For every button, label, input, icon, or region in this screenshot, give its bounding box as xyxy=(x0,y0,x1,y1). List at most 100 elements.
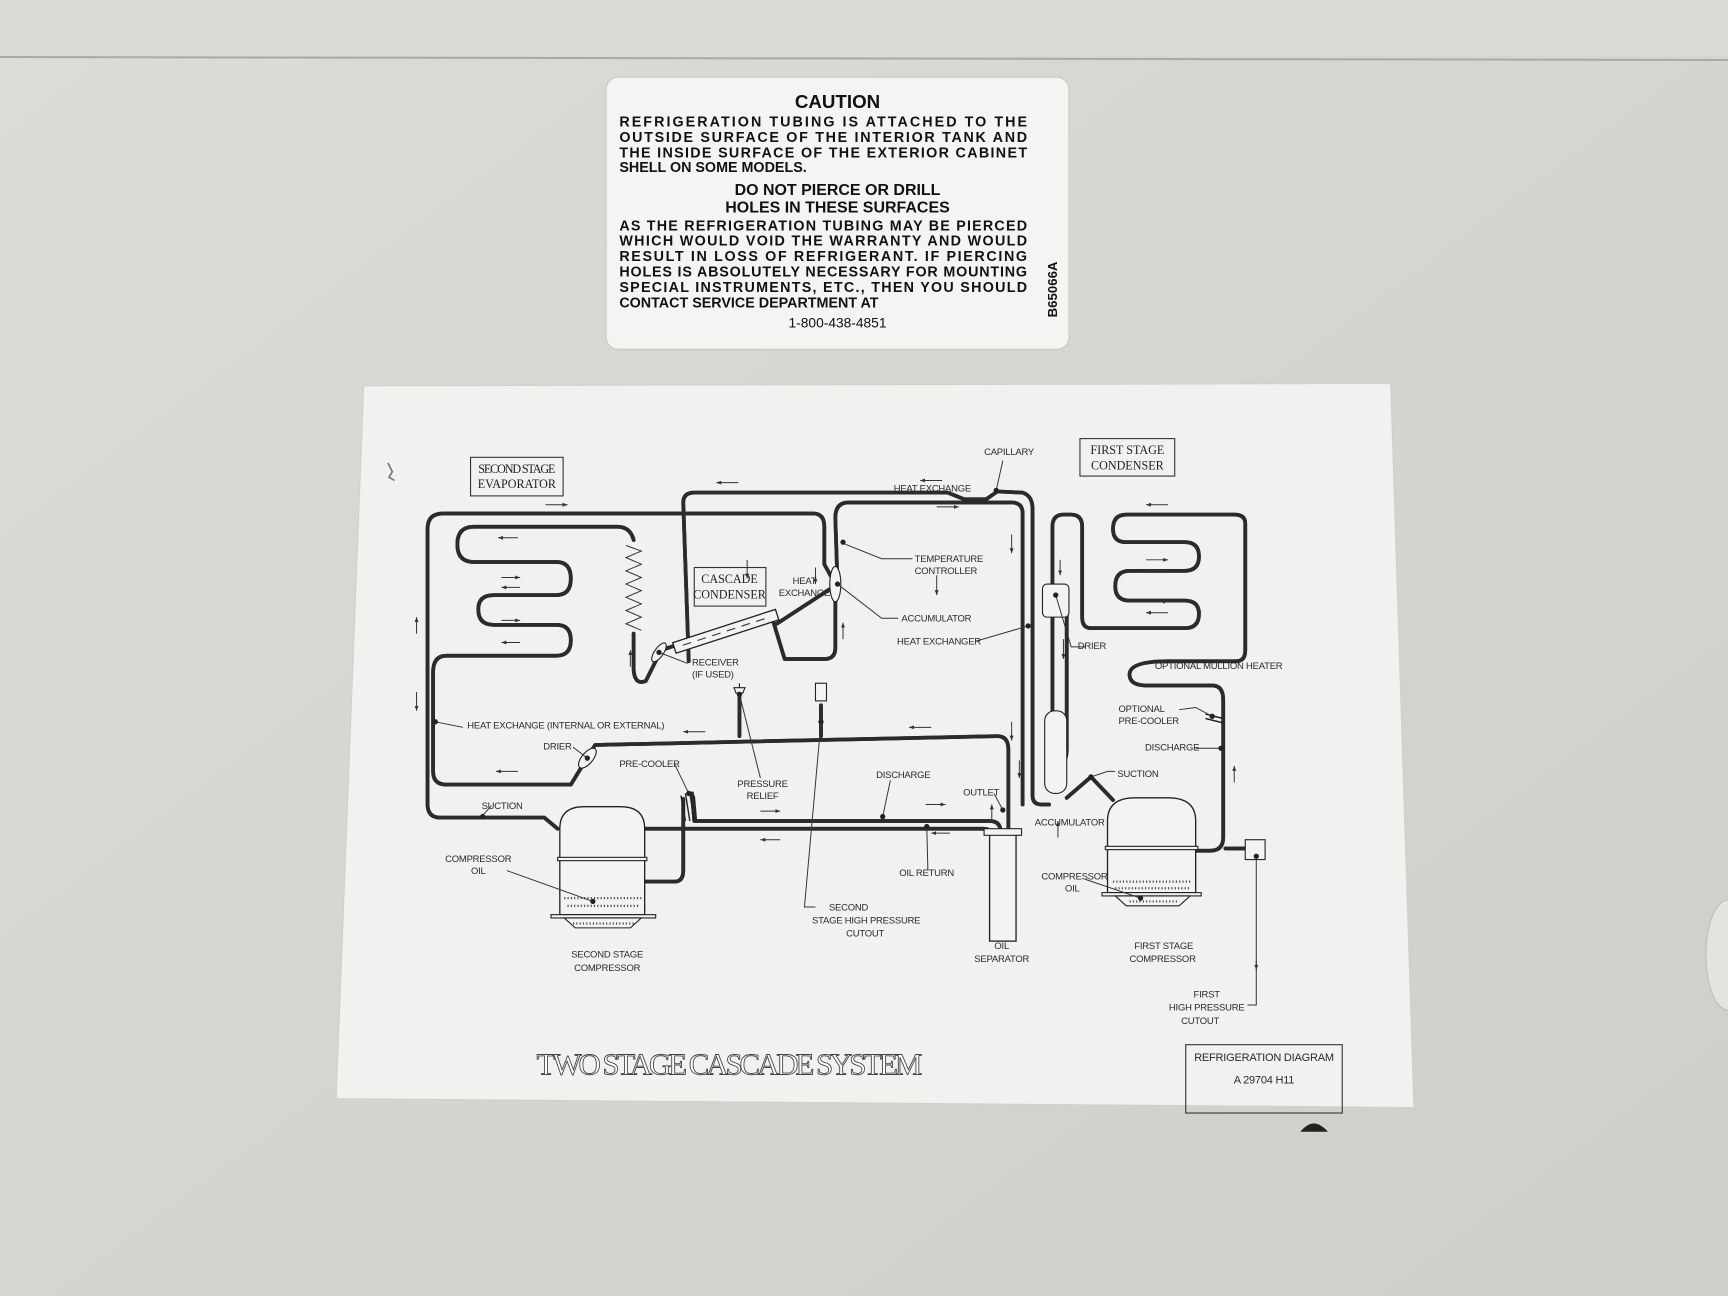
caution-label: CAUTION REFRIGERATION TUBING IS ATTACHED… xyxy=(605,76,1070,350)
box-line: FIRST STAGE xyxy=(1090,443,1164,457)
panel-seam xyxy=(0,56,1728,61)
caution-line: AS THE REFRIGERATION TUBING MAY BE PIERC… xyxy=(619,218,1027,234)
pipe-dot xyxy=(1000,807,1006,813)
caution-line: SPECIAL INSTRUMENTS, ETC., THEN YOU SHOU… xyxy=(619,280,1027,296)
flow-arrows xyxy=(414,478,1259,970)
label-capillary: CAPILLARY xyxy=(984,447,1035,458)
pipe-dot xyxy=(480,813,486,820)
label-second-stage-compressor: COMPRESSOR xyxy=(574,963,641,974)
label-second-stage-compressor: SECOND STAGE xyxy=(571,950,643,961)
refrigeration-diagram: SECOND STAGE EVAPORATOR CASCADE CONDENSE… xyxy=(414,438,1343,1132)
label-drier: DRIER xyxy=(543,741,572,752)
label-heat-exchanger: HEAT EXCHANGER xyxy=(897,637,981,648)
pipe-dot xyxy=(432,719,438,725)
pipe-dot xyxy=(1053,592,1059,598)
cabinet-top-panel xyxy=(0,0,1728,56)
caution-heading: CAUTION xyxy=(795,91,880,112)
component-labels: CAPILLARY HEAT EXCHANGE TEMPERATURE CONT… xyxy=(445,447,1283,1027)
diagram-title: TWO STAGE CASCADE SYSTEM xyxy=(537,1047,923,1081)
pipe-dot xyxy=(834,581,841,587)
caution-line: WHICH WOULD VOID THE WARRANTY AND WOULD xyxy=(619,234,1027,250)
cascade-heat-exchanger xyxy=(671,608,780,655)
box-line: CASCADE xyxy=(701,572,758,586)
accumulator-first-stage xyxy=(1044,710,1068,794)
label-suction: SUCTION xyxy=(482,801,523,812)
label-first-high-pressure-cutout: HIGH PRESSURE xyxy=(1169,1003,1245,1014)
label-temperature-controller: CONTROLLER xyxy=(915,566,978,577)
drier-right xyxy=(1041,583,1070,618)
caution-line: OUTSIDE SURFACE OF THE INTERIOR TANK AND xyxy=(619,130,1027,146)
part-number: B65066A xyxy=(1045,261,1060,317)
pipe-dot xyxy=(590,898,596,905)
caution-line: THE INSIDE SURFACE OF THE EXTERIOR CABIN… xyxy=(619,146,1027,162)
label-discharge: DISCHARGE xyxy=(1145,742,1199,753)
second-stage-evaporator-box: SECOND STAGE EVAPORATOR xyxy=(470,456,564,497)
pipe-dot xyxy=(924,823,930,830)
pipe-dot xyxy=(1209,713,1215,719)
leader-lines xyxy=(432,460,1259,1006)
second-stage-compressor xyxy=(550,806,657,929)
drawing-number: A 29704 H11 xyxy=(1234,1074,1295,1086)
label-heat-exchange-internal: HEAT EXCHANGE (INTERNAL OR EXTERNAL) xyxy=(467,720,664,731)
caution-warning: DO NOT PIERCE OR DRILL xyxy=(735,182,941,199)
label-accumulator: ACCUMULATOR xyxy=(901,614,971,625)
box-line: EVAPORATOR xyxy=(478,477,557,491)
caution-line: SHELL ON SOME MODELS. xyxy=(619,160,806,176)
label-discharge: DISCHARGE xyxy=(876,770,930,781)
pre-cooler-coil xyxy=(680,793,698,822)
pipe-dot xyxy=(1025,623,1031,629)
caution-line: RESULT IN LOSS OF REFRIGERANT. IF PIERCI… xyxy=(619,249,1027,265)
first-stage-condenser-box: FIRST STAGE CONDENSER xyxy=(1079,438,1176,477)
box-line: SECOND STAGE xyxy=(478,462,555,476)
label-optional-pre-cooler: OPTIONAL xyxy=(1119,704,1165,715)
label-pressure-relief: PRESSURE xyxy=(737,779,787,790)
pipe-dot xyxy=(1088,774,1094,780)
label-temperature-controller: TEMPERATURE xyxy=(915,554,983,565)
pipe-dot xyxy=(686,790,692,797)
first-stage-compressor xyxy=(1101,797,1202,907)
pipe-dot xyxy=(993,487,999,494)
label-drier: DRIER xyxy=(1078,641,1107,652)
label-receiver: RECEIVER xyxy=(692,658,739,669)
label-compressor-oil: COMPRESSOR xyxy=(445,854,512,865)
label-pre-cooler: PRE-COOLER xyxy=(619,759,680,770)
label-outlet: OUTLET xyxy=(963,788,999,799)
label-first-high-pressure-cutout: CUTOUT xyxy=(1181,1016,1219,1027)
pipe-dot xyxy=(840,539,846,545)
caution-line: CONTACT SERVICE DEPARTMENT AT xyxy=(619,295,878,311)
pressure-relief-valve xyxy=(733,683,746,694)
label-first-high-pressure-cutout: FIRST xyxy=(1194,989,1221,1000)
label-second-stage-cutout: CUTOUT xyxy=(846,929,884,940)
caution-line: HOLES IS ABSOLUTELY NECESSARY FOR MOUNTI… xyxy=(619,265,1027,281)
label-first-stage-compressor: COMPRESSOR xyxy=(1130,954,1197,965)
pipe-dot xyxy=(656,649,662,656)
caution-phone: 1-800-438-4851 xyxy=(789,315,887,330)
cascade-condenser-box: CASCADE CONDENSER xyxy=(693,566,767,607)
pipe-dot xyxy=(1218,745,1224,751)
label-oil-separator: SEPARATOR xyxy=(974,954,1029,965)
evaporator-coil xyxy=(624,545,643,631)
pipe-dot xyxy=(1253,853,1259,859)
label-compressor-oil: OIL xyxy=(471,866,486,877)
label-compressor-oil: OIL xyxy=(1065,884,1080,895)
caution-warning: HOLES IN THESE SURFACES xyxy=(725,200,950,217)
paper-mark xyxy=(1300,1123,1328,1132)
label-compressor-oil: COMPRESSOR xyxy=(1041,871,1108,882)
label-heat-exchange-cascade: HEAT xyxy=(793,576,817,587)
drawing-title: REFRIGERATION DIAGRAM xyxy=(1194,1052,1334,1064)
paper-smudge xyxy=(387,462,395,482)
oil-separator xyxy=(983,828,1023,942)
label-oil-separator: OIL xyxy=(994,941,1009,952)
box-line: CONDENSER xyxy=(1091,458,1165,472)
pipe-dot xyxy=(584,755,591,761)
second-stage-cutout-switch xyxy=(814,682,828,702)
pipe-dot xyxy=(818,719,824,725)
refrigeration-diagram-box: REFRIGERATION DIAGRAM A 29704 H11 xyxy=(1185,1044,1343,1114)
label-oil-return: OIL RETURN xyxy=(899,868,954,879)
first-stage-cutout-switch xyxy=(1244,839,1266,861)
pipe-dot xyxy=(1137,895,1144,901)
box-line: CONDENSER xyxy=(693,587,767,601)
label-pressure-relief: RELIEF xyxy=(747,791,779,802)
label-heat-exchange-cascade: EXCHANGE xyxy=(779,588,830,599)
